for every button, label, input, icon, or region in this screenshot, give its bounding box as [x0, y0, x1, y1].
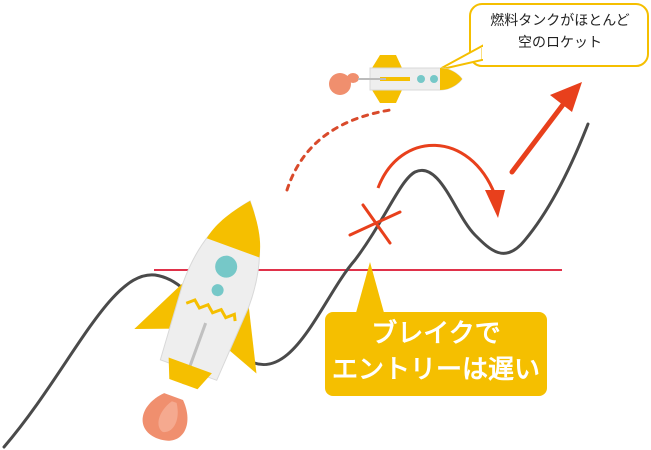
cross-mark-icon — [348, 203, 402, 245]
label-box — [325, 262, 547, 396]
callout-text: 燃料タンクがほとんど 空のロケット — [490, 13, 630, 51]
up-arrow-icon — [509, 82, 582, 175]
big-rocket-icon — [134, 200, 261, 441]
dotted-trail — [285, 108, 392, 192]
label-text: ブレイクで エントリーは遅い — [331, 319, 540, 385]
small-flame-icon — [329, 73, 359, 95]
callout-bubble — [437, 3, 649, 71]
small-rocket-icon — [329, 55, 463, 103]
price-line — [2, 122, 590, 449]
curved-arrow-icon — [376, 143, 505, 218]
flame-icon — [142, 393, 188, 441]
